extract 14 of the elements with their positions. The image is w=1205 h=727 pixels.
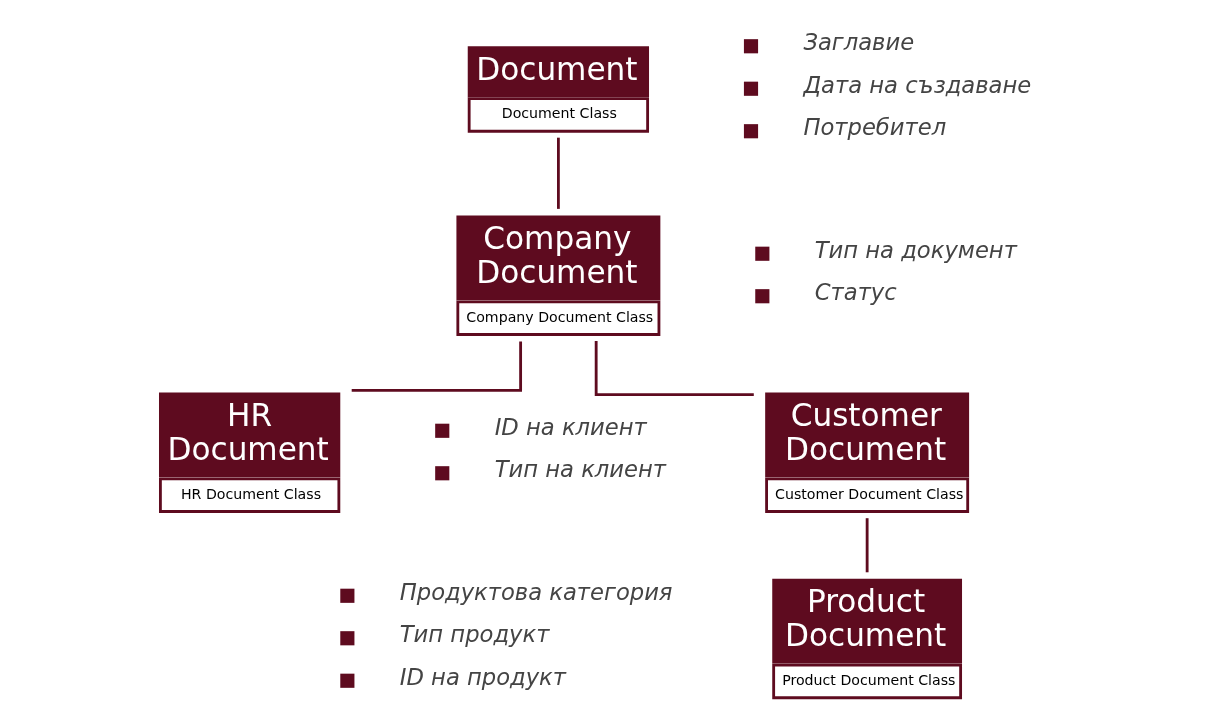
node-label: Тип продукт xyxy=(399,621,549,648)
node-label: Статус xyxy=(814,279,897,306)
node-label: Заглавие xyxy=(802,29,914,56)
node-label: ID на продукт xyxy=(399,663,566,690)
node-label: Потребител xyxy=(802,114,946,141)
connector xyxy=(556,137,560,209)
connector xyxy=(351,341,522,392)
node-label: Дата на създаване xyxy=(802,71,1031,98)
node-label: ID на клиент xyxy=(494,413,647,440)
connector xyxy=(594,341,754,397)
node-label: Тип на клиент xyxy=(494,456,666,483)
node-label: Продуктова категория xyxy=(399,578,673,605)
node-label: Тип на документ xyxy=(814,236,1017,263)
connector xyxy=(865,518,869,573)
